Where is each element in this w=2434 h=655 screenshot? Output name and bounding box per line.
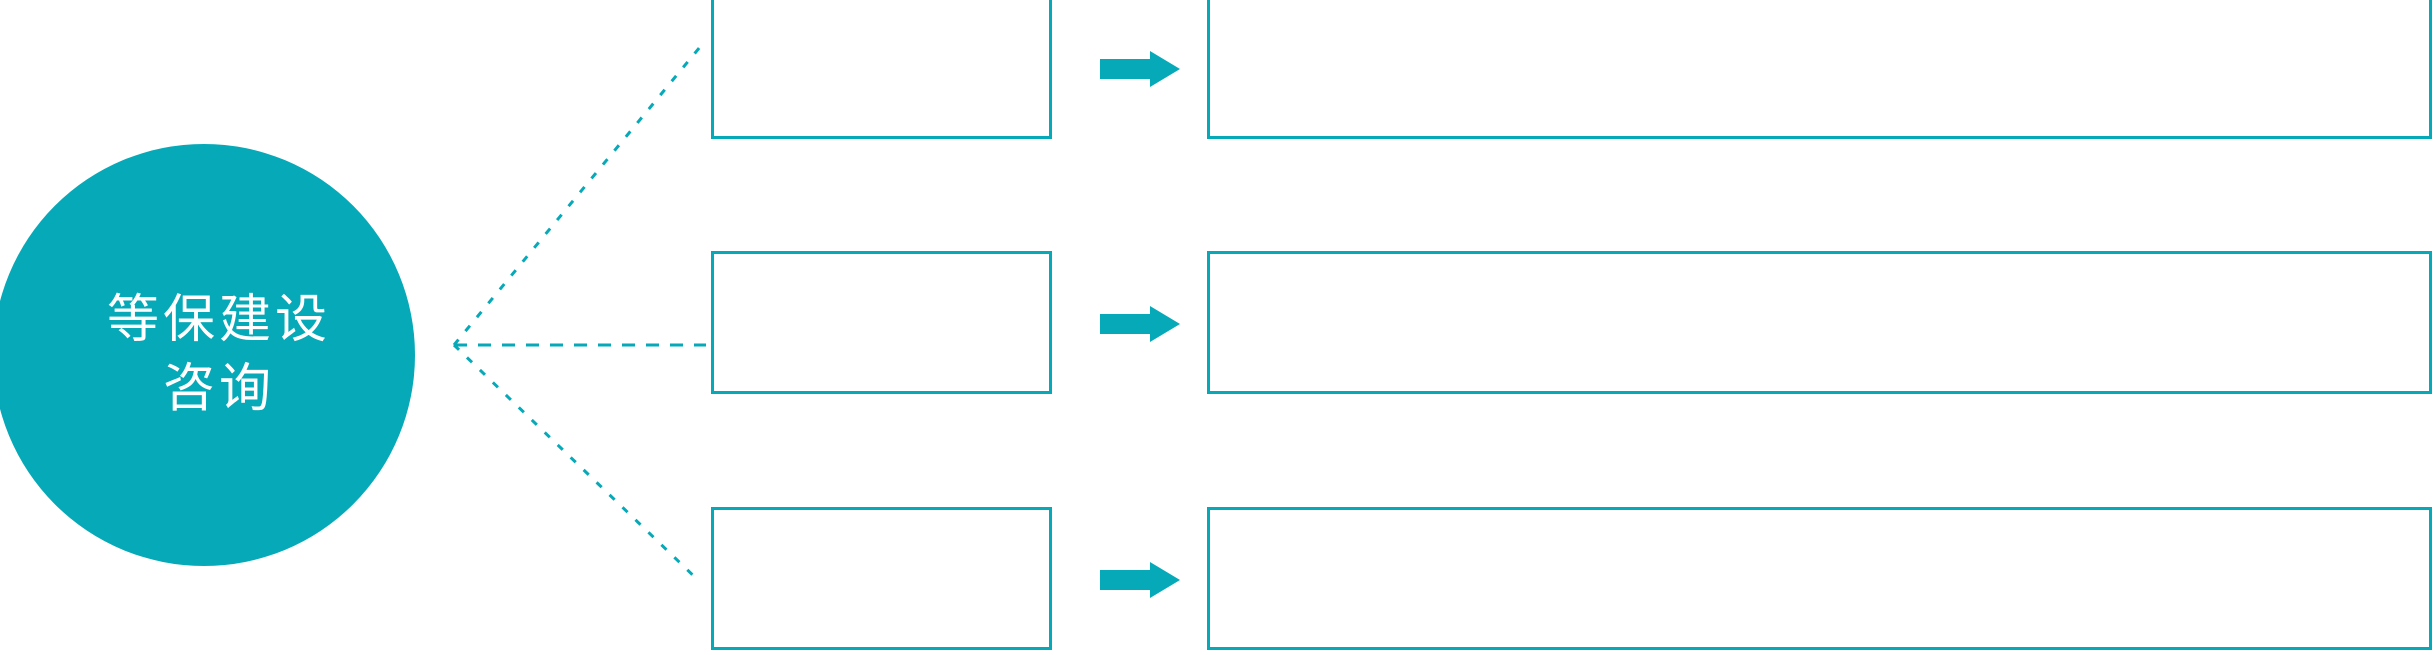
right-arrow-icon-2 <box>1100 306 1180 342</box>
arrow-shaft <box>1100 570 1152 590</box>
branch-row-3 <box>0 507 2434 653</box>
hub-title-line-1: 等保建设 <box>106 291 331 350</box>
stage-box-3[interactable] <box>711 507 1052 650</box>
detail-box-1[interactable] <box>1207 0 2432 139</box>
detail-box-2[interactable] <box>1207 251 2432 394</box>
right-arrow-icon-3 <box>1100 562 1180 598</box>
arrow-head <box>1150 306 1180 342</box>
arrow-head <box>1150 51 1180 87</box>
right-arrow-icon-1 <box>1100 51 1180 87</box>
arrow-shaft <box>1100 314 1152 334</box>
stage-box-2[interactable] <box>711 251 1052 394</box>
detail-box-3[interactable] <box>1207 507 2432 650</box>
branch-row-1 <box>0 0 2434 142</box>
arrow-shaft <box>1100 59 1152 79</box>
hub-circle[interactable]: 等保建设 咨询 <box>0 144 415 566</box>
hub-title-line-2: 咨询 <box>162 360 275 418</box>
arrow-head <box>1150 562 1180 598</box>
stage-box-1[interactable] <box>711 0 1052 139</box>
branch-row-2 <box>0 251 2434 397</box>
